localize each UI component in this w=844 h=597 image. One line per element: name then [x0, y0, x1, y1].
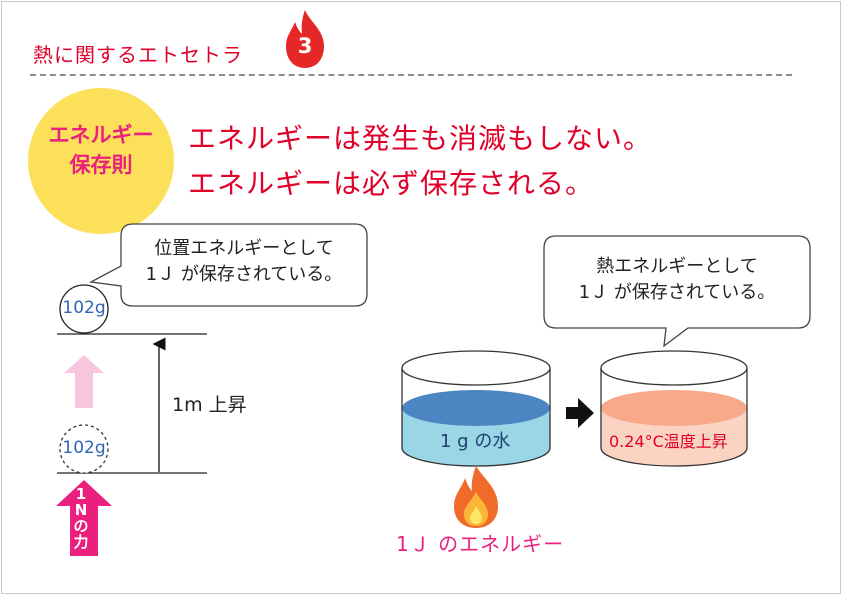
lift-arrow-icon — [64, 355, 104, 408]
force-label: 1 N の 力 — [68, 486, 94, 550]
header-divider — [30, 74, 792, 76]
speech-bubble-left — [88, 223, 368, 307]
flame-icon — [454, 466, 498, 528]
force-arrow-icon — [56, 480, 112, 556]
ball-top — [59, 284, 109, 334]
beaker-water — [401, 350, 551, 467]
statement-line-1: エネルギーは発生も消滅もしない。 — [188, 122, 653, 155]
beaker-warm — [600, 350, 748, 467]
page-title: 熱に関するエトセトラ — [33, 43, 243, 67]
bubble-right-text: 熱エネルギーとして 1Ｊ が保存されている。 — [578, 256, 776, 303]
ball-bottom-label: 102g — [62, 438, 106, 458]
transfer-arrow-icon — [566, 398, 594, 428]
force-label-text: 1 N の 力 — [73, 485, 89, 551]
flame-badge-icon — [286, 10, 324, 68]
statement-line-2: エネルギーは必ず保存される。 — [188, 167, 595, 200]
law-name: エネルギー 保存則 — [48, 123, 154, 177]
ball-bottom — [59, 424, 109, 474]
rise-label: 1m 上昇 — [172, 394, 247, 416]
chapter-number: 3 — [297, 34, 313, 58]
energy-label: 1Ｊ のエネルギー — [396, 532, 565, 556]
water-label: 1 g の水 — [440, 431, 511, 452]
law-statement: エネルギーは発生も消滅もしない。 エネルギーは必ず保存される。 — [188, 116, 652, 206]
speech-bubble-right — [543, 235, 811, 348]
law-badge — [28, 88, 174, 234]
temperature-label: 0.24°C温度上昇 — [609, 432, 728, 451]
bubble-left-text: 位置エネルギーとして 1Ｊ が保存されている。 — [145, 238, 343, 285]
ball-top-label: 102g — [62, 298, 106, 318]
